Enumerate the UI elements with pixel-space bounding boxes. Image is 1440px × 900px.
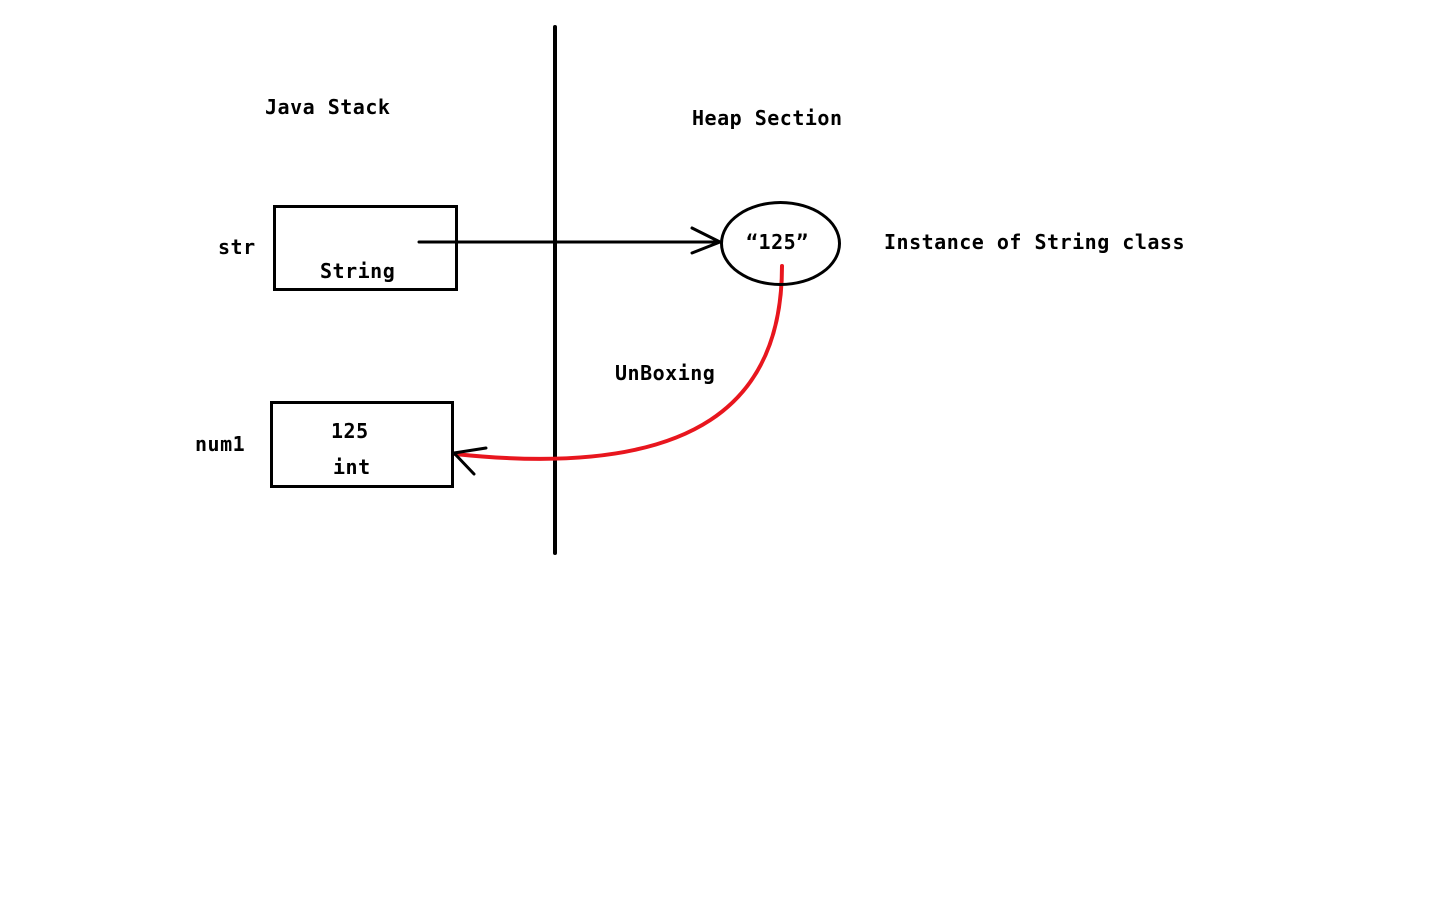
heap-string-object	[720, 201, 841, 286]
stack-section-title: Java Stack	[265, 95, 391, 119]
unboxing-arrow	[452, 264, 784, 476]
heap-object-description: Instance of String class	[884, 230, 1185, 254]
unboxing-arrowhead	[452, 446, 488, 476]
num1-variable-box	[270, 401, 454, 488]
num1-variable-value: 125	[331, 419, 369, 443]
num1-variable-type: int	[333, 455, 371, 479]
reference-arrow	[417, 226, 722, 255]
num1-variable-name: num1	[195, 432, 246, 456]
heap-object-value: “125”	[746, 230, 809, 254]
str-variable-box	[273, 205, 458, 291]
unboxing-label: UnBoxing	[615, 361, 716, 385]
heap-section-title: Heap Section	[692, 106, 843, 130]
str-variable-name: str	[218, 235, 256, 259]
str-variable-type: String	[320, 259, 396, 283]
